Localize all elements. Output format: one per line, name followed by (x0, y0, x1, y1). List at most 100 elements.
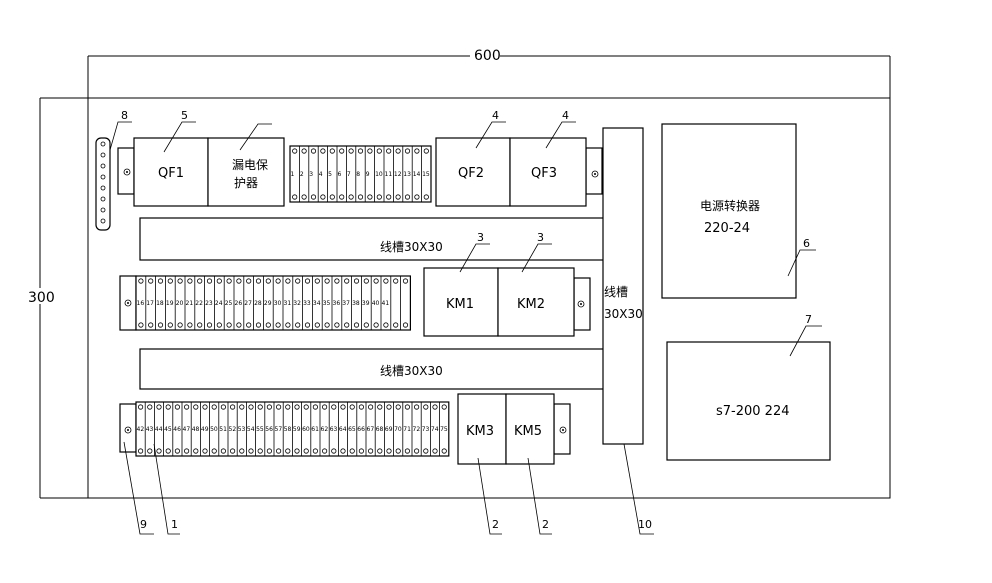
plc-s7-200: s7-200 224 (666, 341, 831, 461)
terminal: 69 (383, 402, 393, 456)
terminal: 48 (190, 402, 200, 456)
terminal: 16 (135, 276, 145, 330)
svg-text:KM1: KM1 (446, 297, 474, 312)
power-converter: 电源转换器 220-24 (661, 123, 797, 299)
ground-hole (100, 218, 106, 224)
terminal: 22 (194, 276, 203, 330)
terminal: 23 (204, 276, 213, 330)
breaker-qf1: QF1 (133, 137, 209, 207)
terminal-label: 24 (215, 300, 223, 307)
callout-3a: 3 (477, 231, 484, 244)
terminal-label: 43 (146, 426, 154, 433)
svg-text:线槽30X30: 线槽30X30 (380, 240, 443, 254)
terminal-label: 49 (201, 426, 209, 433)
svg-text:KM2: KM2 (517, 297, 545, 312)
terminal: 33 (302, 276, 311, 330)
terminal: 40 (370, 276, 380, 330)
ground-bar (95, 137, 111, 231)
terminal: 58 (282, 402, 292, 456)
svg-text:护器: 护器 (234, 176, 258, 190)
terminal-label: 9 (366, 171, 370, 178)
callout-1: 1 (171, 518, 178, 531)
terminal: 51 (218, 402, 227, 456)
terminal-label: 6 (338, 171, 342, 178)
terminal: 45 (163, 402, 172, 456)
terminal: 7 (345, 146, 354, 202)
ground-hole (100, 174, 106, 180)
terminal-label: 45 (164, 426, 172, 433)
terminal: 67 (365, 402, 374, 456)
terminal (400, 276, 409, 330)
terminal-label: 2 (300, 171, 304, 178)
terminal: 66 (356, 402, 365, 456)
terminal-label: 18 (156, 300, 164, 307)
terminal: 17 (145, 276, 154, 330)
svg-text:s7-200 224: s7-200 224 (716, 404, 790, 419)
terminal: 32 (292, 276, 301, 330)
terminal: 55 (255, 402, 264, 456)
svg-text:漏电保: 漏电保 (232, 158, 268, 172)
terminal-label: 17 (146, 300, 154, 307)
terminal-label: 71 (403, 426, 411, 433)
terminal-label: 44 (155, 426, 163, 433)
callout-2b: 2 (542, 518, 549, 531)
terminal-label: 37 (342, 300, 350, 307)
terminal: 52 (227, 402, 236, 456)
terminal-label: 19 (166, 300, 174, 307)
terminal-label: 31 (284, 300, 292, 307)
terminal: 8 (355, 146, 364, 202)
terminal: 53 (236, 402, 246, 456)
terminal: 29 (262, 276, 272, 330)
terminal: 43 (144, 402, 154, 456)
terminal-label: 40 (372, 300, 380, 307)
ground-hole (100, 207, 106, 213)
terminal: 26 (233, 276, 242, 330)
callout-5: 5 (181, 109, 188, 122)
horizontal-duct-upper: 线槽30X30 (139, 217, 605, 261)
terminal-label: 23 (205, 300, 213, 307)
svg-text:线槽: 线槽 (604, 285, 628, 299)
terminal: 42 (135, 402, 145, 456)
terminal-label: 16 (137, 300, 145, 307)
terminal-label: 34 (313, 300, 321, 307)
terminal-label: 28 (254, 300, 262, 307)
callout-2a: 2 (492, 518, 499, 531)
terminal-label: 63 (330, 426, 338, 433)
terminal-label: 61 (311, 426, 319, 433)
terminal-label: 75 (440, 426, 448, 433)
terminal-label: 33 (303, 300, 311, 307)
terminal: 54 (245, 402, 255, 456)
terminal: 4 (317, 146, 326, 202)
terminal-label: 8 (356, 171, 360, 178)
terminal-label: 62 (321, 426, 329, 433)
terminal-label: 22 (195, 300, 203, 307)
breaker-qf3: QF3 (509, 137, 587, 207)
terminal-label: 27 (244, 300, 252, 307)
panel-frame: 600 300 (28, 48, 891, 499)
terminal: 75 (439, 402, 448, 456)
terminal-label: 47 (183, 426, 191, 433)
terminal: 72 (411, 402, 420, 456)
terminal-label: 14 (413, 171, 421, 178)
terminal: 61 (310, 402, 319, 456)
terminal: 9 (364, 146, 373, 202)
terminal-label: 4 (319, 171, 323, 178)
terminal: 3 (308, 146, 317, 202)
terminal: 59 (291, 402, 301, 456)
terminal-label: 73 (422, 426, 430, 433)
terminal: 19 (164, 276, 174, 330)
terminal: 28 (253, 276, 262, 330)
ground-hole (100, 141, 106, 147)
callout-7: 7 (805, 313, 812, 326)
terminal-label: 10 (375, 171, 383, 178)
leakage-protector: 漏电保 护器 (207, 137, 285, 207)
terminal: 50 (209, 402, 218, 456)
terminal: 31 (282, 276, 292, 330)
terminal: 2 (298, 146, 307, 202)
terminal: 5 (327, 146, 335, 202)
terminal-label: 39 (362, 300, 370, 307)
terminal-label: 42 (137, 426, 145, 433)
contactor-km2: KM2 (497, 267, 575, 337)
vertical-duct: 线槽 30X30 (602, 127, 644, 445)
